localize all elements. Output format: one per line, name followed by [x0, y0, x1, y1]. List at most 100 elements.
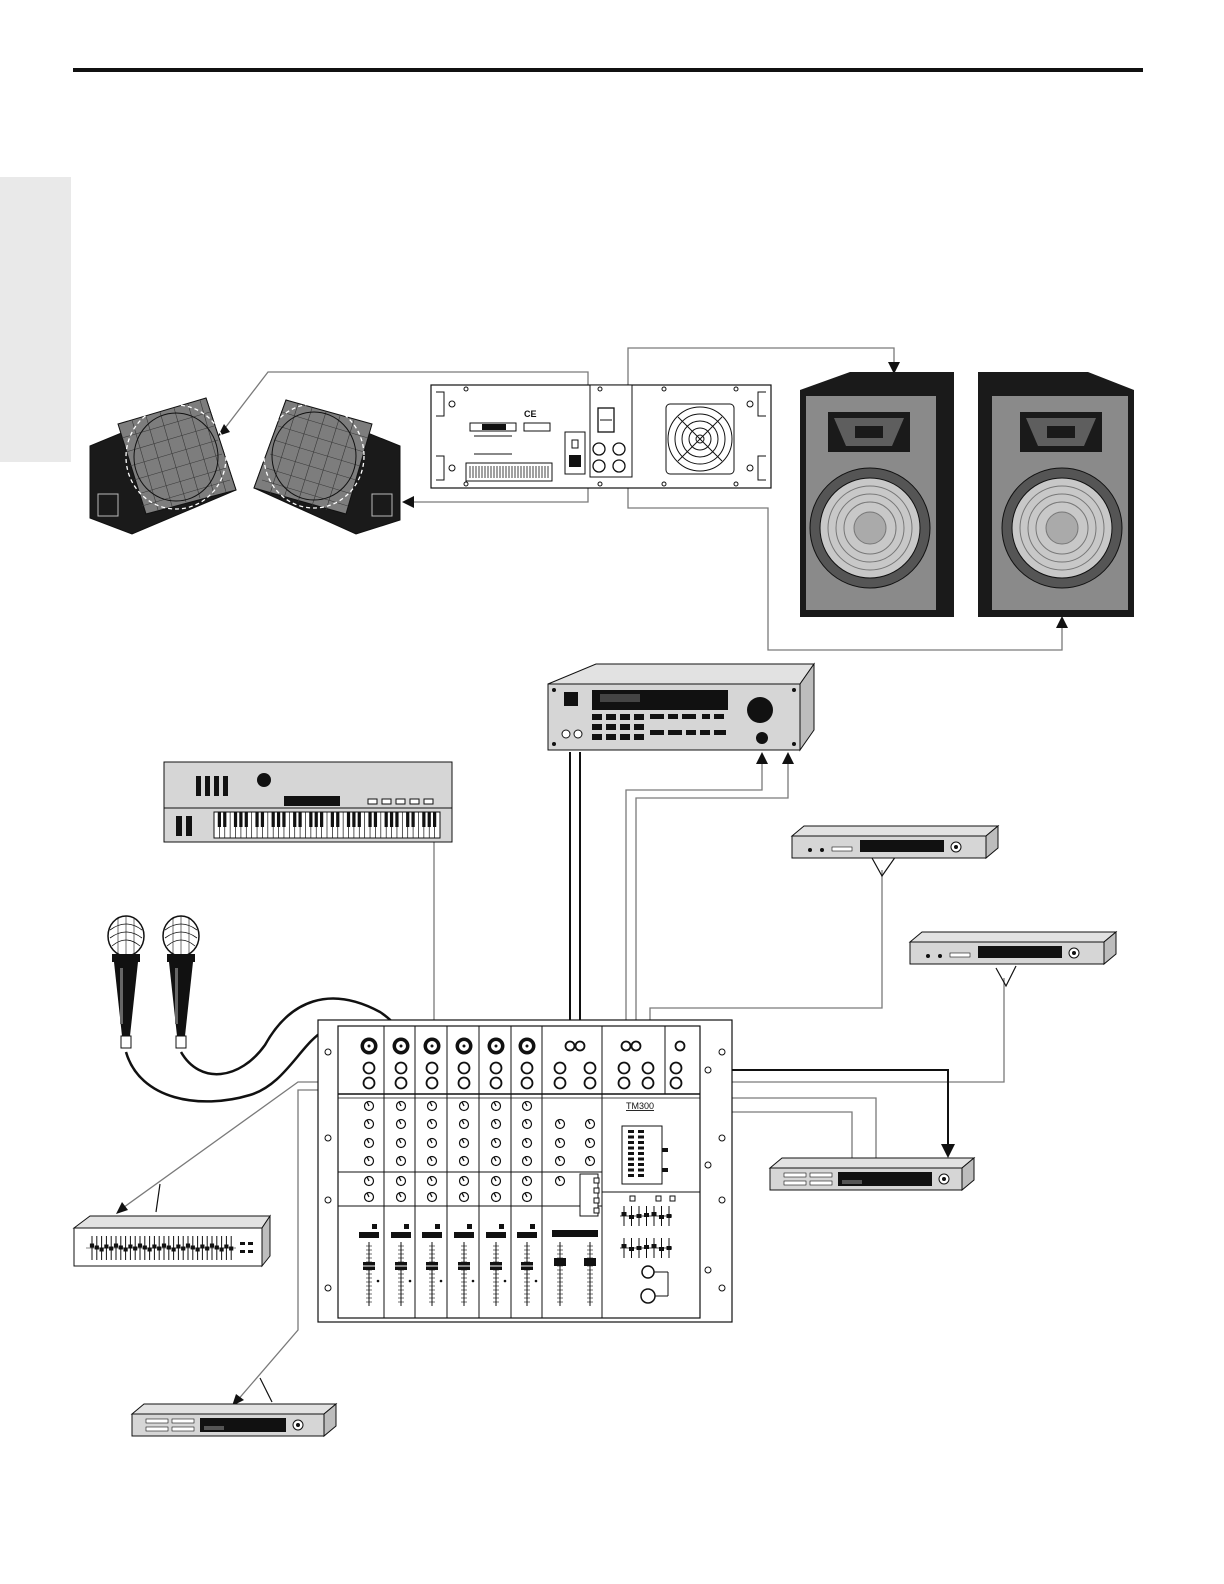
arrow-eq [116, 1202, 128, 1214]
mixer-switch [656, 1196, 661, 1201]
eq-fader-cap [172, 1248, 175, 1251]
black-key [368, 812, 371, 827]
channel-scribble [454, 1232, 474, 1238]
master-fader-cap [554, 1258, 566, 1266]
amp-vent-slots [470, 466, 548, 478]
meter-led [628, 1163, 634, 1166]
black-key [385, 812, 388, 827]
stereo-jack [676, 1042, 685, 1051]
stereo-jack [671, 1063, 682, 1074]
eq-fader-cap [201, 1245, 204, 1248]
top-rule [73, 68, 1143, 72]
mic1-handle [114, 962, 138, 1036]
processor-data-wheel [747, 697, 773, 723]
line-input-jack [459, 1063, 470, 1074]
eq-fader-cap [215, 1246, 218, 1249]
processor-top [548, 664, 814, 684]
channel-led [499, 1224, 504, 1229]
processor-jack [574, 730, 582, 738]
microphone-2 [163, 916, 199, 1048]
channel-led [530, 1224, 535, 1229]
black-key [406, 812, 409, 827]
black-key [433, 812, 436, 827]
meter-led [638, 1136, 644, 1139]
stereo-jack [619, 1078, 630, 1089]
processor-logo-block [564, 692, 578, 706]
stereo-jack [671, 1078, 682, 1089]
eq-fader-cap [100, 1248, 103, 1251]
keyboard-pitch-wheel [176, 816, 182, 836]
amp-output-jack [613, 460, 625, 472]
black-key [277, 812, 280, 827]
eq-fader-cap [182, 1247, 185, 1250]
black-key [309, 812, 312, 827]
eq-fader-cap [186, 1244, 189, 1247]
black-key [331, 812, 334, 827]
black-key [347, 812, 350, 827]
screw [734, 387, 738, 391]
eq-fader-cap [138, 1244, 141, 1247]
split-effects2 [996, 966, 1016, 986]
screw [662, 387, 666, 391]
stereo-jack [632, 1042, 641, 1051]
master-scribble [552, 1230, 598, 1237]
power-amplifier: CE [431, 385, 771, 488]
black-key [272, 812, 275, 827]
black-key [428, 812, 431, 827]
amp-fuse [572, 440, 578, 448]
insert-jack [364, 1078, 375, 1089]
black-key [395, 812, 398, 827]
channel-led [467, 1224, 472, 1229]
insert-jack [491, 1078, 502, 1089]
meter-led [628, 1130, 634, 1133]
phones-knob [642, 1266, 654, 1278]
eq-fader-cap [210, 1244, 213, 1247]
black-key [223, 812, 226, 827]
insert-jack [427, 1078, 438, 1089]
channel-scribble [359, 1232, 379, 1238]
eq-fader-cap [143, 1246, 146, 1249]
cable-processor-out-1 [626, 757, 762, 1044]
stereo-jack [555, 1063, 566, 1074]
line-input-jack [427, 1063, 438, 1074]
mixer-eq-cap [622, 1212, 627, 1216]
mixer: TM300 [318, 1020, 732, 1322]
black-key [245, 812, 248, 827]
speaker-left-top [800, 372, 954, 390]
screw [449, 401, 455, 407]
stereo-jack [566, 1042, 575, 1051]
stereo-jack [622, 1042, 631, 1051]
line-input-jack [491, 1063, 502, 1074]
effects-unit-1 [792, 826, 998, 858]
meter-led [628, 1141, 634, 1144]
keyboard-display [284, 796, 340, 806]
mic1-ring [112, 954, 140, 962]
screw [598, 387, 602, 391]
eq-fader-cap [196, 1248, 199, 1251]
effects1-top [792, 826, 998, 836]
mixer-switch [670, 1196, 675, 1201]
arrow-wedge-right [402, 496, 414, 508]
line-input-jack [364, 1063, 375, 1074]
mic2-ring [167, 954, 195, 962]
stereo-jack [585, 1063, 596, 1074]
processor-knob [756, 732, 768, 744]
mixer-eq-cap [652, 1212, 657, 1216]
cd-player [132, 1404, 336, 1436]
arrow-processor-2 [782, 752, 794, 764]
channel-scribble [517, 1232, 537, 1238]
meter-led [638, 1163, 644, 1166]
effects2-top [910, 932, 1116, 942]
eq-fader-cap [148, 1248, 151, 1251]
black-key [293, 812, 296, 827]
stereo-jack [643, 1063, 654, 1074]
channel-led [372, 1224, 377, 1229]
keyboard-mod-wheel [186, 816, 192, 836]
black-key [298, 812, 301, 827]
effects1-display [860, 840, 944, 852]
black-key [358, 812, 361, 827]
mic2-handle [169, 962, 193, 1036]
eq-fader-cap [230, 1247, 233, 1250]
channel-scribble [486, 1232, 506, 1238]
